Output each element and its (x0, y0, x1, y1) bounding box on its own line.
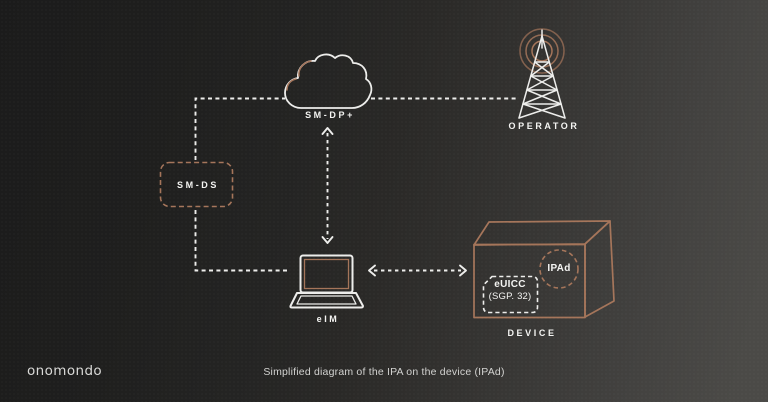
eim-label: eIM (316, 314, 340, 324)
laptop-screen-inner-border (303, 258, 350, 290)
sim-card-shape (482, 275, 539, 314)
ipad-label: IPAd (547, 263, 571, 274)
smdp-label: SM-DP+ (305, 110, 355, 120)
cloud-accent-arc-2 (286, 78, 297, 91)
connector-smds-smdp (194, 97, 285, 160)
wireframe-box-icon (473, 220, 615, 319)
onomondo-logo: onomondo (27, 363, 103, 379)
diagram-caption: Simplified diagram of the IPA on the dev… (263, 366, 505, 378)
ipad-circle (539, 249, 579, 289)
smds-label: SM-DS (177, 180, 219, 190)
cloud-icon (284, 53, 373, 109)
operator-label: OPERATOR (508, 121, 580, 131)
euicc-label: eUICC (494, 279, 526, 290)
arrow-eim-device (368, 264, 467, 277)
smds-box (159, 161, 234, 208)
laptop-keyboard (296, 295, 357, 305)
euicc-sublabel: (SGP. 32) (488, 291, 532, 302)
radio-tower-icon (518, 28, 566, 119)
cloud-accent-arc-1 (298, 60, 312, 77)
arrow-smdp-eim (321, 127, 334, 244)
device-label: DEVICE (507, 328, 557, 338)
laptop-icon (289, 254, 364, 309)
connector-smds-eim (194, 210, 287, 272)
